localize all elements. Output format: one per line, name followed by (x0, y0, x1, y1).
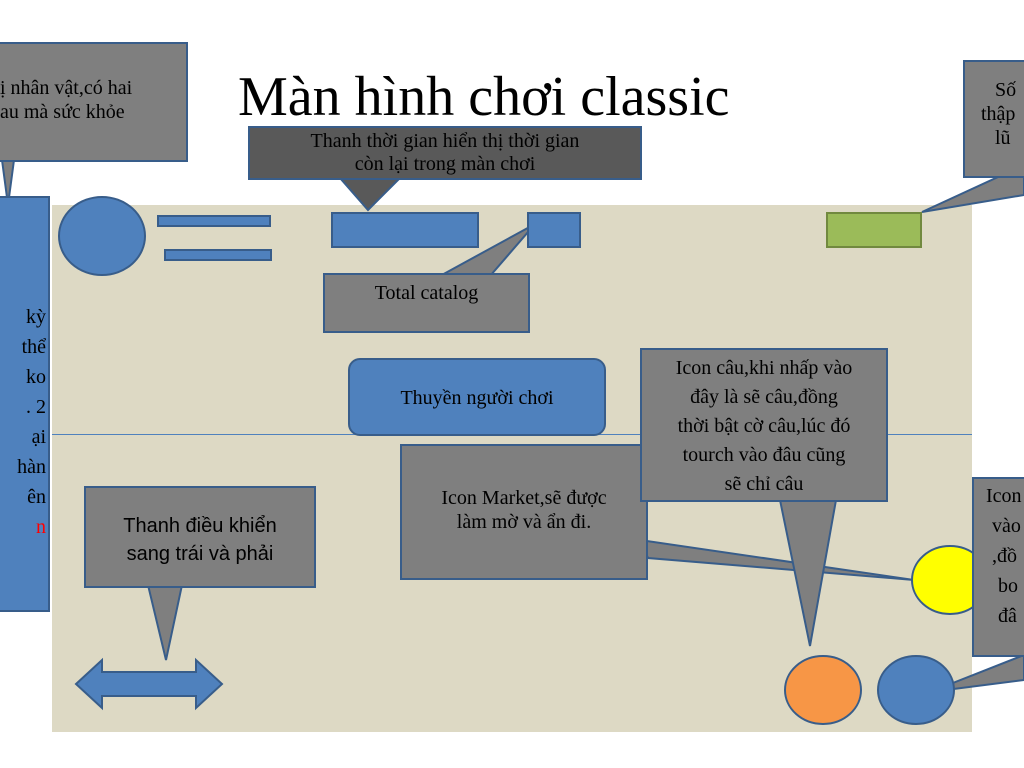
fish-line-5: sẽ chỉ câu (724, 473, 804, 495)
callout-timer-line-1: Thanh thời gian hiển thị thời gian (310, 130, 580, 152)
left-line-7: ên (27, 486, 46, 508)
pointer-market (638, 538, 915, 581)
callout-market-icon: Icon Market,sẽ được làm mờ và ẩn đi. (400, 444, 648, 580)
avatar-circle (58, 196, 146, 276)
callout-fish-icon: Icon câu,khi nhấp vào đây là sẽ câu,đồng… (640, 348, 888, 502)
fish-line-4: tourch vào đâu cũng (682, 444, 846, 466)
callout-control-bar: Thanh điều khiển sang trái và phải (84, 486, 316, 588)
right-bottom-line-3: ,đồ (992, 545, 1017, 567)
left-line-1: kỳ (26, 306, 46, 328)
fish-line-1: Icon câu,khi nhấp vào (675, 357, 853, 379)
player-boat-label: Thuyền người chơi (400, 387, 554, 409)
fish-icon-circle (784, 655, 862, 725)
callout-right-top: Số thập lũ (963, 60, 1024, 178)
callout-character: ị nhân vật,có hai au mà sức khỏe (0, 42, 188, 162)
market-line-1: Icon Market,sẽ được (441, 487, 607, 509)
callout-timer-line-2: còn lại trong màn chơi (354, 153, 536, 175)
callout-character-line-2: au mà sức khỏe (0, 101, 125, 123)
page-title: Màn hình chơi classic (238, 66, 730, 128)
health-bar-1 (157, 215, 271, 227)
callout-total-catalog: Total catalog (323, 273, 530, 333)
pointer-timer (337, 177, 403, 212)
pointer-control (146, 584, 184, 661)
catalog-box (527, 212, 581, 248)
fish-line-3: thời bật cờ câu,lúc đó (677, 415, 851, 437)
right-top-line-3: lũ (995, 127, 1011, 149)
control-line-2: sang trái và phải (126, 543, 274, 565)
right-bottom-line-5: đâ (998, 605, 1017, 627)
left-line-5: ại (31, 426, 46, 448)
right-bottom-line-2: vào (992, 515, 1021, 537)
blue-icon-circle (877, 655, 955, 725)
callout-left-vertical: kỳ thể ko . 2 ại hàn ên n (0, 196, 50, 612)
fish-line-2: đây là sẽ câu,đồng (690, 386, 838, 408)
callout-right-bottom: Icon vào ,đồ bo đâ (972, 477, 1024, 657)
right-top-line-2: thập (981, 103, 1016, 125)
callout-character-line-1: ị nhân vật,có hai (0, 77, 133, 99)
left-line-2: thể (16, 336, 46, 358)
health-bar-2 (164, 249, 272, 261)
market-line-2: làm mờ và ẩn đi. (456, 511, 592, 533)
timer-bar (331, 212, 479, 248)
right-top-line-1: Số (995, 79, 1017, 101)
score-bar (826, 212, 922, 248)
total-catalog-label: Total catalog (374, 282, 479, 304)
control-line-1: Thanh điều khiển (123, 515, 277, 537)
callout-timer: Thanh thời gian hiển thị thời gian còn l… (248, 126, 642, 180)
left-line-red: n (36, 516, 46, 538)
left-line-4: . 2 (26, 396, 46, 418)
left-line-6: hàn (17, 456, 46, 478)
left-line-3: ko (21, 366, 46, 388)
right-bottom-line-4: bo (998, 575, 1018, 597)
player-boat: Thuyền người chơi (348, 358, 606, 436)
left-right-arrow (74, 657, 224, 711)
right-bottom-line-1: Icon (986, 485, 1022, 507)
